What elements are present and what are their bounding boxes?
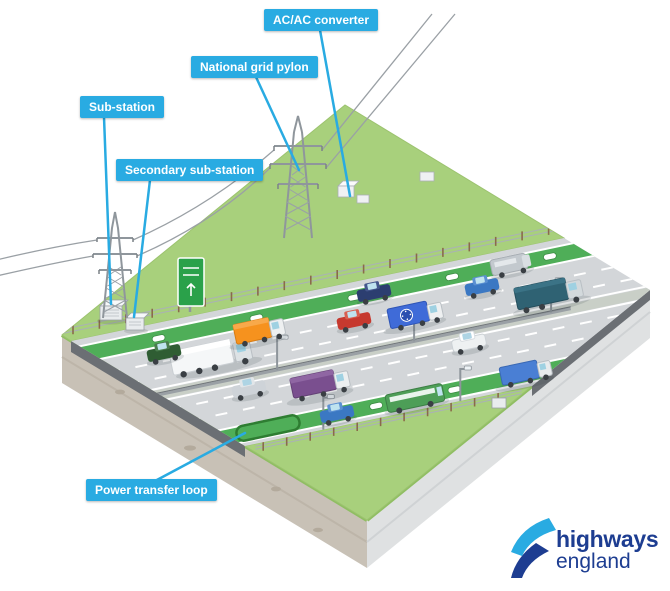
- label-secondary-sub-station: Secondary sub-station: [116, 159, 264, 181]
- vehicle-green-bus: [384, 383, 450, 416]
- vehicle-dark-blue-car: [356, 281, 395, 306]
- motorway-sign: [177, 257, 205, 312]
- fence-far: [63, 216, 564, 335]
- fence-near: [255, 390, 522, 451]
- road-cross-section-left: [71, 341, 245, 457]
- ac-converter-cabinet-2: [419, 171, 435, 182]
- leader-sub-station: [102, 115, 113, 306]
- vehicle-purple-truck: [286, 369, 354, 406]
- substation-cabinet: [97, 299, 129, 325]
- vehicle-blue-truck-charging: [495, 359, 555, 392]
- power-transfer-loop: [235, 414, 301, 442]
- label-ac-converter: AC/AC converter: [264, 9, 379, 31]
- vehicle-green-car: [146, 341, 185, 366]
- highways-england-logo-icon: [511, 518, 556, 578]
- logo-line-2: england: [556, 550, 631, 574]
- vehicle-orange-truck: [229, 317, 289, 350]
- vehicle-silver-car: [231, 377, 270, 402]
- vehicle-container-truck: [512, 277, 592, 316]
- pylon-small: [92, 211, 138, 319]
- vehicle-white-car: [451, 330, 490, 356]
- leader-power-transfer-loop: [153, 431, 247, 483]
- label-power-transfer-loop: Power transfer loop: [86, 479, 217, 501]
- vehicle-blue-car: [464, 275, 503, 300]
- vehicle-blue-car-charging: [319, 402, 358, 427]
- road-cross-section-right: [532, 290, 650, 396]
- leader-ac-converter: [318, 28, 352, 198]
- roadside-cabinet: [491, 397, 507, 409]
- secondary-substation-cabinet: [124, 312, 150, 334]
- vehicle-gray-van: [489, 252, 535, 280]
- vehicle-semi-truck: [168, 338, 263, 379]
- logo-line-1: highways: [556, 526, 659, 552]
- motorway-surface: [71, 238, 650, 446]
- median-barrier: [139, 306, 572, 401]
- label-national-grid-pylon: National grid pylon: [191, 56, 318, 78]
- label-sub-station: Sub-station: [80, 96, 164, 118]
- highways-england-logo: highways england: [556, 526, 659, 574]
- leader-national-grid-pylon: [254, 75, 301, 172]
- pylon-large: [269, 115, 327, 239]
- vehicle-red-car: [336, 309, 375, 334]
- leader-lines: [102, 28, 352, 483]
- leader-secondary-sub-station: [132, 178, 152, 319]
- vehicle-blue-box-truck: [383, 300, 447, 335]
